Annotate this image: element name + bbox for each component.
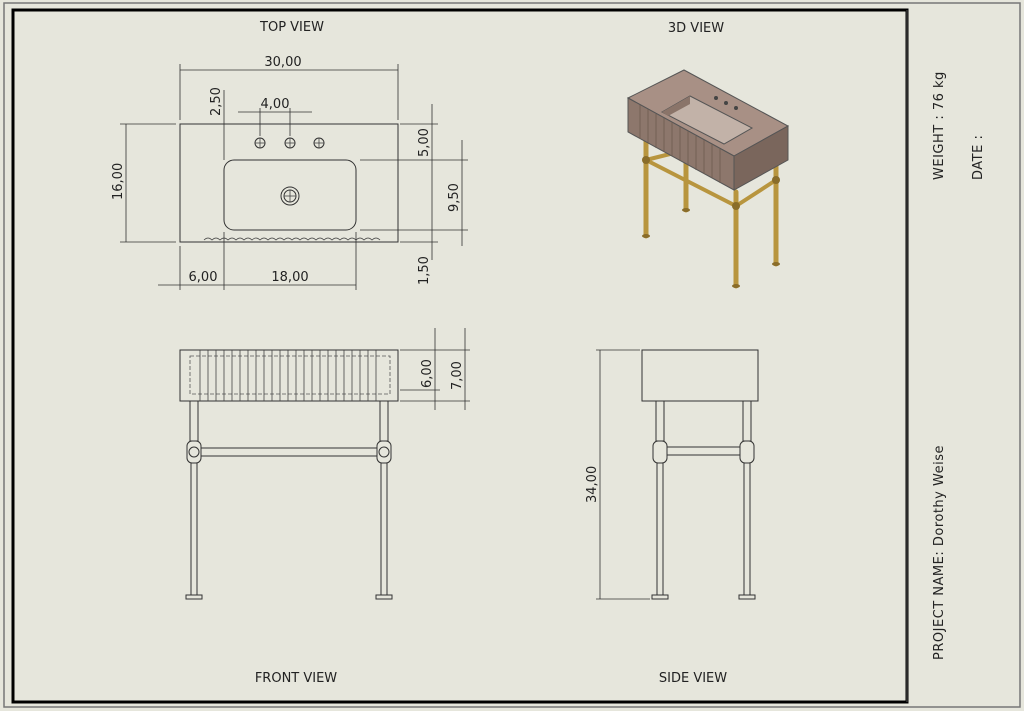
dim-apron-height: 7,00 [450,361,465,390]
front-hidden-bowl [189,355,391,395]
outer-border [3,2,1021,708]
drain [280,186,300,206]
dim-faucet-offset: 2,50 [209,87,224,116]
iso-leg-joints [642,156,780,288]
faucet-holes [254,137,325,149]
front-view-label: FRONT VIEW [255,671,337,686]
front-view: FRONT VIEW 6,00 7,00 [179,328,470,686]
iso-view: 3D VIEW [626,21,790,289]
top-view-label: TOP VIEW [259,20,324,35]
side-legs [651,400,756,600]
project-name: PROJECT NAME: Dorothy Weise [932,445,947,660]
dim-apron-inner: 6,00 [420,359,435,388]
sink-outline-top [179,123,399,243]
dim-left-margin: 6,00 [189,270,218,285]
dim-top-width: 30,00 [264,55,301,70]
dim-faucet-spacing: 4,00 [261,97,290,112]
weight-label: WEIGHT : 76 kg [932,71,947,180]
drawing-frame [11,8,909,704]
side-view: SIDE VIEW 34,00 [585,349,759,686]
dim-front-lip: 1,50 [417,256,432,285]
dim-bowl-depth: 9,50 [447,183,462,212]
front-legs [185,400,393,600]
title-block: WEIGHT : 76 kg DATE : PROJECT NAME: Doro… [932,71,986,660]
side-view-label: SIDE VIEW [659,671,727,686]
date-label: DATE : [971,135,986,180]
iso-sink-side [733,125,789,191]
top-view: TOP VIEW 30,00 2,50 4,00 16,00 [111,20,468,290]
fluted-edge [203,237,381,241]
side-sink-body [641,349,759,402]
front-flutes [199,350,377,401]
dim-overall-height: 34,00 [585,466,600,503]
dim-back-to-bowl: 5,00 [417,128,432,157]
iso-faucet-holes [714,96,738,110]
front-sink-body [179,349,399,402]
bowl-outline [223,159,357,231]
iso-view-label: 3D VIEW [668,21,724,36]
iso-flutes [639,105,721,183]
dim-depth: 16,00 [111,163,126,200]
dim-bowl-width: 18,00 [271,270,308,285]
